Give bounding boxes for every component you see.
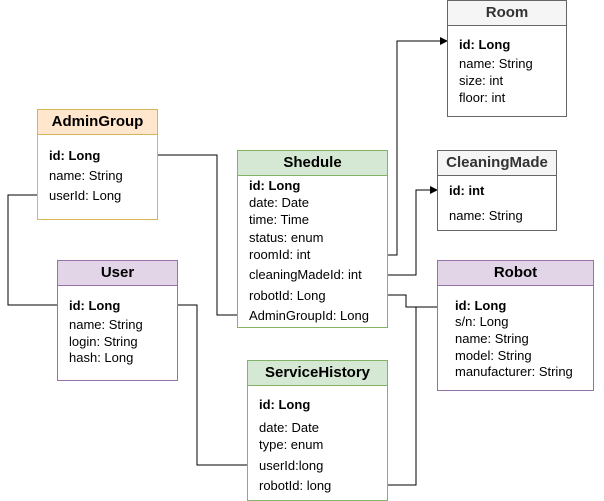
entity-robot[interactable]: Robot id: Long s/n: Long name: String mo… (437, 260, 594, 391)
entity-field: cleaningMadeId: int (249, 267, 362, 282)
entity-field: size: int (459, 73, 504, 88)
entity-field: robotId: long (259, 478, 332, 493)
entity-field: time: Time (249, 212, 309, 227)
entity-field: name: String (449, 208, 523, 223)
primary-key-field: id: Long (459, 37, 511, 52)
entity-title: ServiceHistory (248, 361, 387, 386)
primary-key-field: id: Long (455, 298, 507, 313)
connector-admingroup-userid-to-user-id (7, 194, 67, 309)
entity-field: model: String (455, 348, 532, 363)
entity-field: AdminGroupId: Long (249, 308, 369, 323)
connector-shedule-adminGroupid-to-admingroup-id (127, 151, 237, 316)
entity-field: userId: Long (49, 188, 122, 203)
entity-title: User (58, 261, 177, 286)
entity-field: s/n: Long (455, 314, 509, 329)
entity-field: date: Date (259, 420, 319, 435)
entity-user[interactable]: User id: Long name: String login: String… (57, 260, 178, 381)
entity-field: manufacturer: String (455, 364, 573, 379)
primary-key-field: id: int (449, 183, 485, 198)
entity-servicehistory[interactable]: ServiceHistory id: Long date: Date type:… (247, 360, 388, 501)
entity-field: status: enum (249, 230, 324, 245)
entity-title: Shedule (238, 151, 387, 176)
entity-field: hash: Long (69, 350, 134, 365)
entity-field: name: String (455, 331, 529, 346)
connector-shedule-cleaningmadeid-to-cleaningmade-id (388, 186, 438, 276)
primary-key-field: id: Long (49, 148, 101, 163)
entity-room[interactable]: Room id: Long name: String size: int flo… (447, 0, 567, 117)
entity-field: userId:long (259, 458, 324, 473)
entity-field: name: String (69, 317, 143, 332)
primary-key-field: id: Long (249, 178, 301, 193)
entity-admingroup[interactable]: AdminGroup id: Long name: String userId:… (37, 109, 158, 220)
entity-field: type: enum (259, 437, 324, 452)
entity-field: date: Date (249, 195, 309, 210)
entity-cleaningmade[interactable]: CleaningMade id: int name: String (437, 150, 557, 231)
entity-field: roomId: int (249, 247, 311, 262)
entity-title: AdminGroup (38, 110, 157, 135)
entity-shedule[interactable]: Shedule id: Long date: Date time: Time s… (237, 150, 388, 328)
entity-field: robotId: Long (249, 288, 326, 303)
entity-field: name: String (49, 168, 123, 183)
primary-key-field: id: Long (259, 397, 311, 412)
entity-title: CleaningMade (438, 151, 556, 176)
primary-key-field: id: Long (69, 298, 121, 313)
entity-title: Room (448, 1, 566, 26)
entity-field: name: String (459, 56, 533, 71)
entity-field: login: String (69, 334, 138, 349)
entity-field: floor: int (459, 90, 506, 105)
entity-title: Robot (438, 261, 593, 286)
